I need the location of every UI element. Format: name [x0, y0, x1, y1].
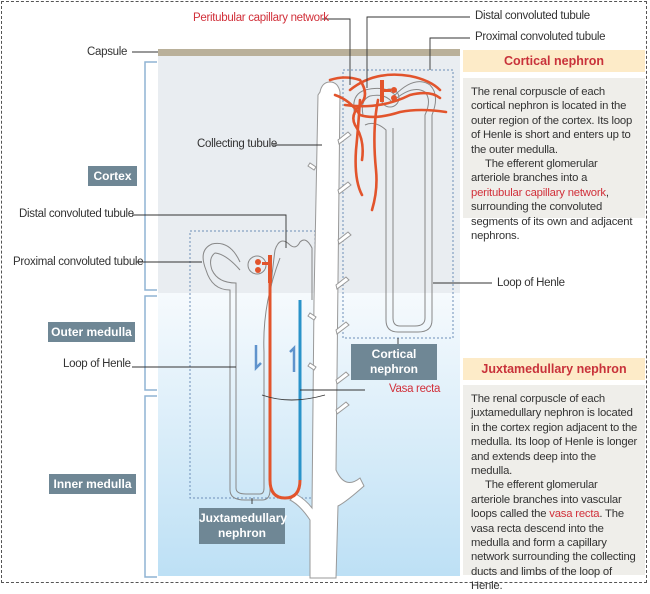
region-brackets: [144, 61, 157, 578]
panel-cortical-p2-post: , surrounding the convoluted segments of…: [471, 186, 633, 243]
vasa-recta-descending: [268, 280, 302, 500]
panel-title-cortical-nephron: Cortical nephron: [463, 50, 645, 72]
panel-juxta-p2: The efferent glomerular arteriole branch…: [471, 478, 639, 593]
tag-juxta-line1: Juxtamedullary: [199, 511, 288, 525]
tag-cortical-nephron: Cortical nephron: [351, 344, 437, 380]
label-proximal-convoluted-tubule-left: Proximal convoluted tubule: [13, 256, 144, 268]
leader-lines: [132, 16, 492, 504]
label-capsule: Capsule: [87, 46, 128, 58]
down-arrow-icon: [254, 345, 262, 372]
tag-juxtamedullary-nephron: Juxtamedullary nephron: [199, 508, 288, 544]
label-peritubular-capillary-network: Peritubular capillary network: [193, 12, 329, 24]
label-distal-convoluted-tubule-left: Distal convoluted tubule: [19, 208, 134, 220]
tag-juxta-line2: nephron: [218, 526, 266, 540]
label-loop-of-henle-left: Loop of Henle: [63, 358, 131, 370]
panel-cortical-p2-pre: The efferent glomerular arteriole branch…: [471, 158, 598, 185]
panel-cortical-p2: The efferent glomerular arteriole branch…: [471, 157, 639, 243]
region-tag-inner-medulla: Inner medulla: [49, 474, 136, 494]
panel-juxtamedullary-nephron: The renal corpuscle of each juxtamedulla…: [463, 385, 645, 592]
region-tag-cortex: Cortex: [88, 166, 137, 186]
label-vasa-recta: Vasa recta: [389, 383, 441, 395]
juxta-glomerulus: [255, 255, 272, 283]
panel-cortical-nephron: The renal corpuscle of each cortical nep…: [463, 78, 645, 242]
juxta-nephron-tubule: [202, 239, 313, 501]
peritubular-capillaries: [328, 73, 448, 212]
label-collecting-tubule: Collecting tubule: [197, 138, 277, 150]
flow-arrows: [254, 344, 296, 372]
label-loop-of-henle-right: Loop of Henle: [497, 277, 565, 289]
highlight-vasa-recta: vasa recta: [549, 508, 600, 521]
highlight-peritubular-capillary-network: peritubular capillary network: [471, 186, 606, 199]
panel-juxta-p1: The renal corpuscle of each juxtamedulla…: [471, 393, 638, 478]
cortical-glomerulus: [380, 80, 397, 102]
panel-cortical-p1: The renal corpuscle of each cortical nep…: [471, 86, 633, 156]
panel-title-juxtamedullary-nephron: Juxtamedullary nephron: [463, 358, 645, 380]
panel-juxta-p2-post: . The vasa recta descend into the medull…: [471, 508, 636, 593]
panel-juxta-p2-pre: The efferent glomerular arteriole branch…: [471, 479, 622, 521]
label-distal-convoluted-tubule-top: Distal convoluted tubule: [475, 10, 590, 22]
label-proximal-convoluted-tubule-top: Proximal convoluted tubule: [475, 31, 606, 43]
capsule-band: [158, 49, 460, 56]
tag-cortical-nephron-text: Cortical nephron: [370, 347, 418, 376]
region-tag-outer-medulla: Outer medulla: [48, 322, 135, 342]
figure-frame: [1, 1, 647, 583]
up-arrow-icon: [289, 344, 296, 372]
